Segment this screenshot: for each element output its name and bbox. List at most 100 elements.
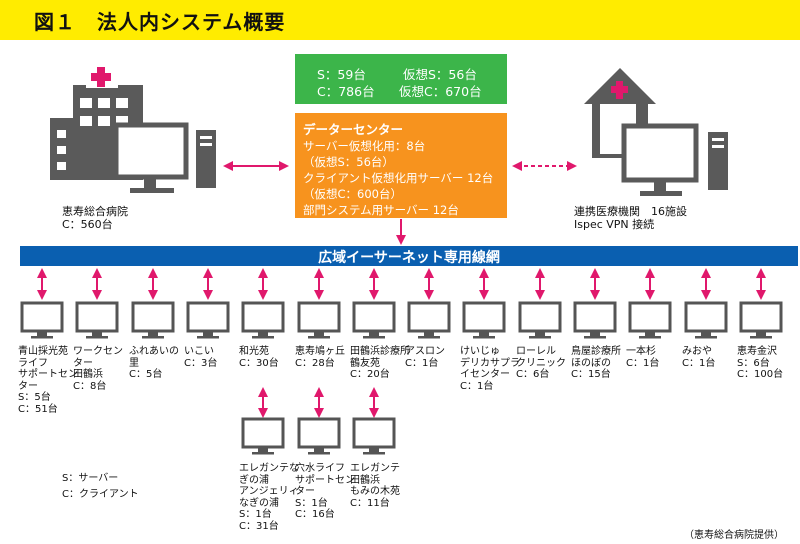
site-label-line: S：1台: [239, 509, 272, 520]
site-label-line: 鳥屋診療所: [571, 346, 621, 357]
site-label-line: S：1台: [295, 497, 328, 509]
site-label: けいじゅ デリカサプラ イセンター C：1台: [460, 346, 520, 392]
site-label-line: 鶴友苑: [350, 357, 380, 369]
site-label-line: ター: [18, 380, 38, 392]
datacenter-line: 部門システム用サーバー 12台: [303, 203, 459, 217]
site-label-line: C：1台: [682, 357, 716, 369]
site-computer-icon: [297, 301, 341, 340]
site-label-line: ぎの浦: [239, 474, 269, 486]
credit-note: （恵寿総合病院提供）: [684, 530, 784, 541]
site-label-line: 一本杉: [626, 346, 656, 357]
subsite-computer-icon: [241, 417, 285, 456]
site-label-line: サポートセン: [295, 474, 355, 486]
stats-box: S：59台 仮想S：56台 C：786台 仮想C：670台: [295, 54, 507, 104]
site-computer-icon: [518, 301, 562, 340]
stat-server: S：59台: [317, 67, 366, 82]
stat-virtual-client: 仮想C：670台: [399, 84, 482, 99]
site-computer-icon: [462, 301, 506, 340]
site-label: ローレル クリニック C：6台: [516, 346, 566, 381]
partner-name: 連携医療機関 16施設: [574, 205, 687, 218]
site-label-line: C：31台: [239, 520, 279, 532]
site-computer-icon: [20, 301, 64, 340]
partner-computer-icon: [621, 123, 728, 196]
site-label-line: C：51台: [18, 403, 58, 415]
datacenter-box: データーセンター サーバー仮想化用：8台 （仮想S：56台） クライアント仮想化…: [295, 113, 507, 218]
site-label-line: アンジェリィ: [239, 486, 299, 497]
site-label-line: C：6台: [516, 369, 550, 380]
site-computer-icon: [407, 301, 451, 340]
site-label-line: ター: [295, 486, 315, 497]
site-graphics: [20, 268, 783, 456]
site-computer-icon: [241, 301, 285, 340]
site-label-line: C：20台: [350, 369, 390, 380]
site-label: みおや C：1台: [682, 346, 715, 369]
site-label: エレガンテ 田鶴浜 もみの木苑 C：11台: [350, 463, 400, 509]
site-label-line: 恵寿鳩ヶ丘: [295, 346, 345, 357]
hospital-computer-icon: [113, 122, 216, 193]
site-computer-icon: [573, 301, 617, 340]
site-computer-icon: [75, 301, 119, 340]
subsite-computer-icon: [297, 417, 341, 456]
site-label-line: C：100台: [737, 369, 784, 380]
site-label-line: C：8台: [73, 380, 107, 392]
stat-client: C：786台: [317, 84, 375, 99]
site-computer-icon: [628, 301, 672, 340]
site-computer-icon: [186, 301, 230, 340]
title-bar: [0, 0, 800, 40]
datacenter-line: （仮想C：600台）: [303, 187, 402, 201]
site-label-line: 穴水ライフ: [295, 463, 345, 474]
site-label-line: C：15台: [571, 369, 611, 380]
site-label-line: 恵寿金沢: [737, 346, 777, 357]
site-label-line: ワークセン: [73, 346, 123, 357]
site-label: アスロン C：1台: [405, 346, 445, 369]
site-computer-icon: [131, 301, 175, 340]
site-computer-icon: [739, 301, 783, 340]
datacenter-title: データーセンター: [303, 122, 404, 137]
site-label-line: C：3台: [184, 357, 218, 369]
site-label-line: ほのぼの: [571, 357, 611, 369]
hospital-clients: C：560台: [62, 218, 113, 231]
site-label-line: C：1台: [626, 357, 660, 369]
site-label-line: S：6台: [737, 357, 770, 369]
subsite-computer-icon: [352, 417, 396, 456]
site-label: 恵寿金沢 S：6台 C：100台: [737, 346, 783, 381]
site-label-line: ター: [73, 357, 93, 369]
hospital-name: 恵寿総合病院: [62, 205, 128, 218]
site-label: 鳥屋診療所 ほのぼの C：15台: [571, 346, 621, 381]
site-label-line: 田鶴浜診療所: [350, 346, 410, 357]
site-label-line: S：5台: [18, 392, 51, 403]
site-label-line: 田鶴浜: [73, 369, 103, 380]
site-label-line: 田鶴浜: [350, 474, 380, 486]
site-label: ワークセン ター 田鶴浜 C：8台: [73, 346, 123, 392]
site-label-line: サポートセン: [18, 369, 78, 380]
site-label: 一本杉 C：1台: [626, 346, 659, 369]
datacenter-line: サーバー仮想化用：8台: [303, 139, 426, 153]
site-label-line: C：16台: [295, 509, 335, 520]
site-label-line: ローレル: [516, 346, 556, 357]
site-label-line: けいじゅ: [460, 346, 500, 357]
site-label-line: C：1台: [405, 357, 439, 369]
page-title: 図１ 法人内システム概要: [34, 10, 286, 34]
site-label-line: C：5台: [129, 369, 163, 380]
site-label-line: もみの木苑: [350, 486, 400, 497]
legend-server: S：サーバー: [62, 473, 119, 484]
site-label-line: C：11台: [350, 497, 390, 509]
site-label: 青山採光苑 ライフ サポートセン ター S：5台 C：51台: [18, 346, 78, 415]
site-label: ふれあいの 里 C：5台: [129, 346, 179, 381]
site-label: エレガンテな ぎの浦 アンジェリィ なぎの浦 S：1台 C：31台: [239, 463, 299, 532]
network-label: 広域イーサーネット専用線網: [318, 250, 500, 266]
site-label: 穴水ライフ サポートセン ター S：1台 C：16台: [295, 463, 355, 521]
site-label-line: 青山採光苑: [18, 346, 68, 357]
site-label-line: イセンター: [460, 369, 510, 380]
site-label: 田鶴浜診療所 鶴友苑 C：20台: [350, 346, 410, 381]
site-label: 和光苑 C：30台: [239, 346, 279, 369]
site-label-line: アスロン: [405, 346, 445, 357]
site-label-line: ライフ: [18, 357, 48, 369]
site-label-line: 里: [129, 357, 139, 369]
site-label-line: みおや: [682, 346, 712, 357]
site-label-line: デリカサプラ: [460, 357, 520, 369]
site-label: 恵寿鳩ヶ丘 C：28台: [295, 346, 345, 369]
site-label-line: C：28台: [295, 357, 335, 369]
site-label-line: 和光苑: [239, 346, 269, 357]
